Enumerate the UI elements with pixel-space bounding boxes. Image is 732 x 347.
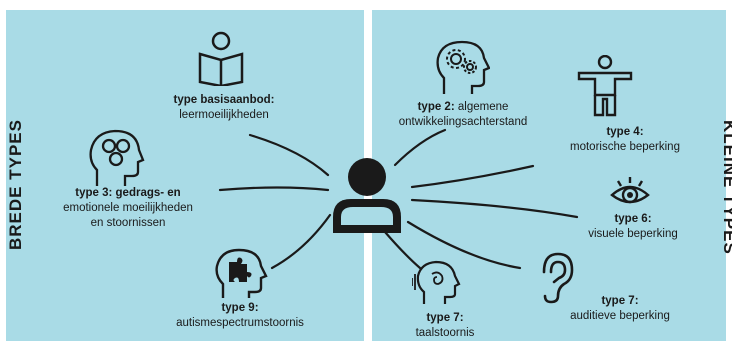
line-t7a [406,220,522,270]
label-type-2-desc: ontwikkelingsachterstand [398,116,528,128]
label-type-7-auditief: type 7: auditieve beperking [560,294,680,324]
label-type-7-taal-desc: taalstoornis [415,327,475,339]
puzzle-head-icon [215,248,268,298]
right-panel [372,10,726,341]
line-t3 [218,186,330,192]
label-type-7-taal-title: type 7: [426,312,464,324]
label-type-3-desc-2: en stoornissen [90,217,166,229]
line-t9 [270,213,332,270]
reading-person-icon [198,31,244,86]
label-basisaanbod-desc: leermoeilijkheden [179,109,269,121]
label-type-7-auditief-desc: auditieve beperking [570,310,670,322]
label-type-2-title: type 2: [417,101,455,113]
left-panel [6,10,364,341]
label-basisaanbod: type basisaanbod: leermoeilijkheden [160,93,288,123]
speech-head-icon [412,260,461,304]
label-type-9: type 9: autismespectrumstoornis [170,301,310,331]
ear-icon [542,252,574,304]
label-type-3-desc-1: emotionele moeilijkheden [63,202,193,214]
label-type-7-taal: type 7: taalstoornis [400,311,490,341]
label-type-2: type 2: algemene ontwikkelingsachterstan… [378,100,548,130]
label-type-2-title-rest: algemene [454,101,509,113]
line-t6 [410,198,579,219]
line-t7b [383,230,422,270]
line-t2 [393,128,447,167]
label-type-7-auditief-title: type 7: [601,295,639,307]
line-basis [248,133,330,177]
label-basisaanbod-title: type basisaanbod: [173,94,275,106]
label-type-6: type 6: visuele beperking [573,212,693,242]
label-type-4: type 4: motorische beperking [560,125,690,155]
label-type-4-desc: motorische beperking [570,141,680,153]
label-type-6-title: type 6: [614,213,652,225]
eye-icon [610,177,650,204]
line-t4 [410,164,535,189]
label-type-9-title: type 9: [221,302,259,314]
body-icon [577,55,633,117]
gears-head-icon [436,40,490,94]
label-type-4-title: type 4: [606,126,644,138]
label-type-3-title: type 3: gedrags- en [75,187,181,199]
label-type-6-desc: visuele beperking [588,228,678,240]
label-type-9-desc: autismespectrumstoornis [176,317,304,329]
central-person-icon [333,158,401,233]
label-type-2-title-line: type 2: algemene [378,100,548,115]
emotions-head-icon [89,129,145,186]
label-type-3: type 3: gedrags- en emotionele moeilijkh… [48,186,208,231]
